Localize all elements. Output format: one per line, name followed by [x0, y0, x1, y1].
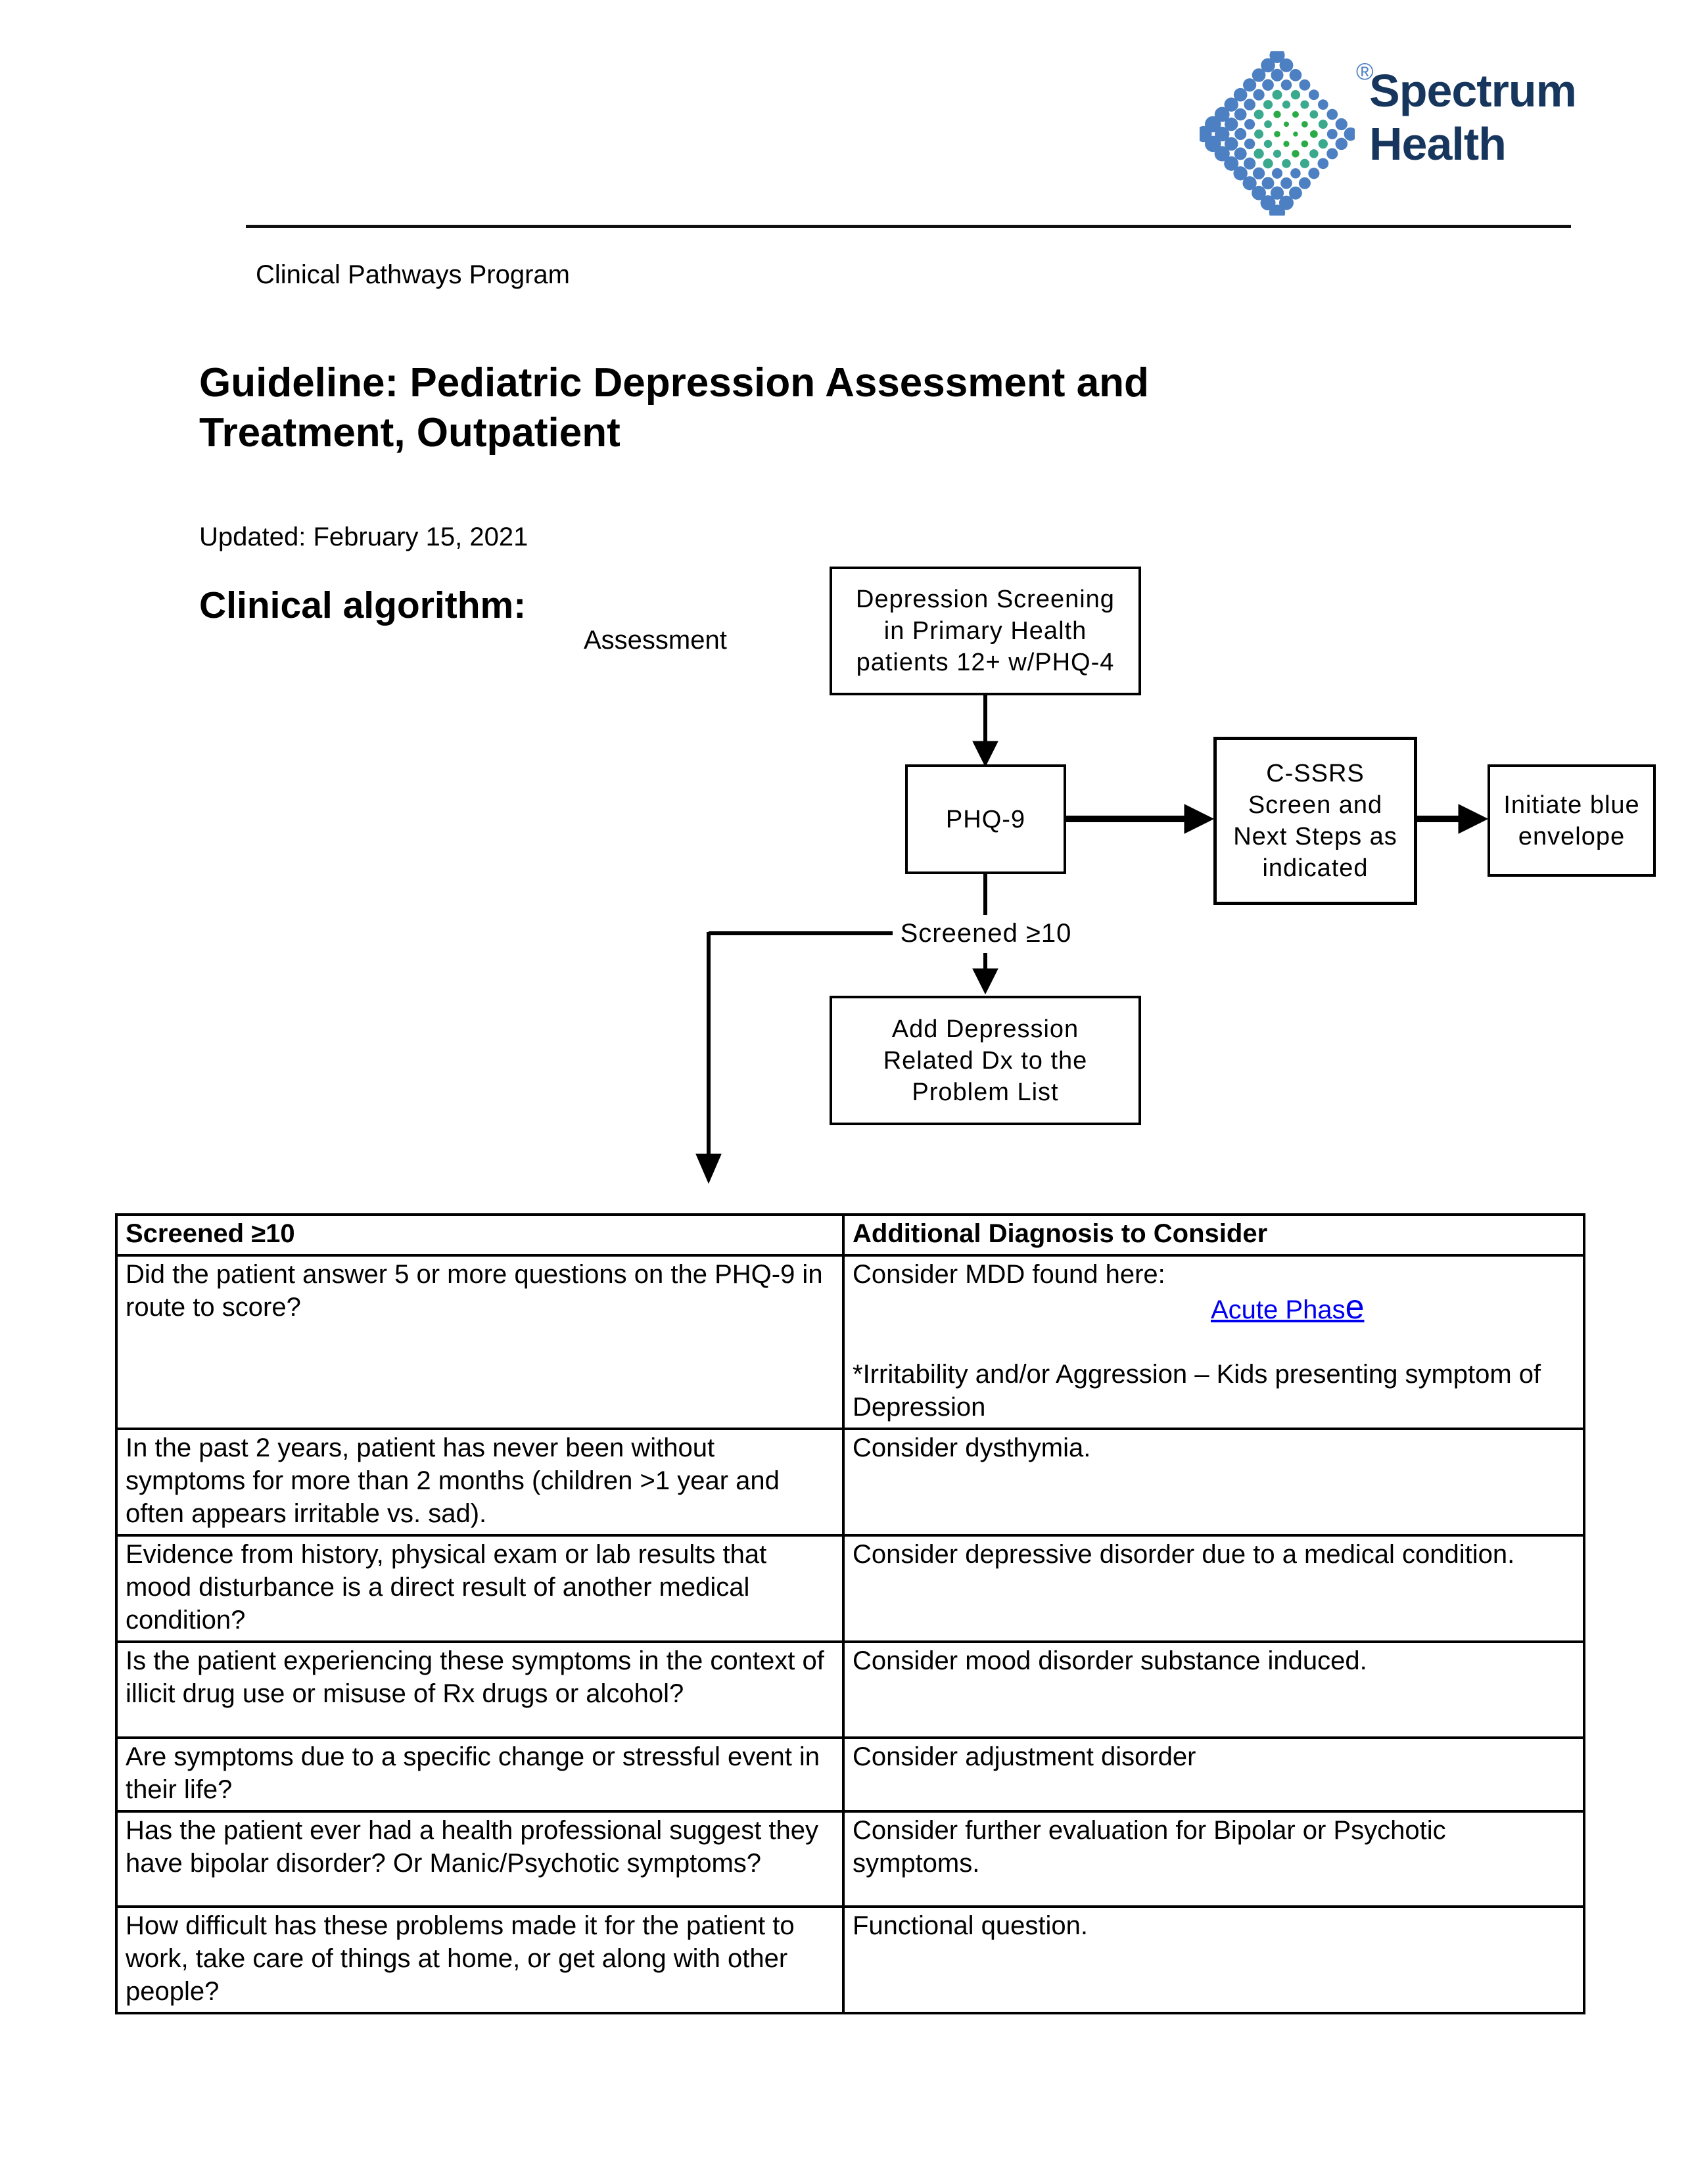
- section-heading: Clinical algorithm:: [199, 584, 527, 626]
- answer-intro: Consider MDD found here:: [853, 1260, 1165, 1289]
- arrowhead-down-icon: [972, 968, 998, 995]
- brand-line-2: Health: [1369, 118, 1507, 170]
- arrowhead-right-icon: [1184, 804, 1215, 834]
- answer-cell: Consider mood disorder substance induced…: [842, 1640, 1585, 1739]
- col-header-additional-dx: Additional Diagnosis to Consider: [842, 1213, 1585, 1257]
- spectrum-health-logo: ® Spectrum Health: [1200, 46, 1581, 223]
- flow-box-cssrs-screen: C-SSRS Screen and Next Steps as indicate…: [1213, 737, 1417, 905]
- brand-wordmark: Spectrum Health: [1369, 64, 1577, 171]
- page-title: Guideline: Pediatric Depression Assessme…: [199, 358, 1149, 458]
- question-cell: In the past 2 years, patient has never b…: [115, 1428, 845, 1537]
- table-header-row: Screened ≥10 Additional Diagnosis to Con…: [115, 1213, 1585, 1257]
- question-cell: Did the patient answer 5 or more questio…: [115, 1254, 845, 1430]
- page-title-line1: Guideline: Pediatric Depression Assessme…: [199, 360, 1149, 406]
- question-cell: Evidence from history, physical exam or …: [115, 1534, 845, 1643]
- question-cell: Is the patient experiencing these sympto…: [115, 1640, 845, 1739]
- spectrum-diamond-icon: [1200, 51, 1355, 216]
- answer-cell: Consider adjustment disorder: [842, 1736, 1585, 1813]
- stage-label-assessment: Assessment: [584, 626, 727, 655]
- answer-cell: Functional question.: [842, 1905, 1585, 2014]
- arrowhead-right-icon: [1458, 804, 1489, 834]
- answer-cell: Consider dysthymia.: [842, 1428, 1585, 1537]
- col-header-screened: Screened ≥10: [115, 1213, 845, 1257]
- flow-box-initiate-blue-envelope: Initiate blue envelope: [1488, 764, 1656, 877]
- answer-cell: Consider MDD found here: Acute Phase *Ir…: [842, 1254, 1585, 1430]
- program-label: Clinical Pathways Program: [256, 260, 570, 289]
- table-row: Evidence from history, physical exam or …: [115, 1534, 1585, 1643]
- registered-trademark-icon: ®: [1356, 58, 1374, 85]
- header-divider-rule: [246, 225, 1571, 228]
- table-row: Is the patient experiencing these sympto…: [115, 1640, 1585, 1739]
- answer-cell: Consider further evaluation for Bipolar …: [842, 1810, 1585, 1908]
- question-cell: How difficult has these problems made it…: [115, 1905, 845, 2014]
- arrowhead-down-icon: [695, 1153, 722, 1184]
- flow-box-depression-screening: Depression Screening in Primary Health p…: [830, 567, 1141, 695]
- diagnosis-table: Screened ≥10 Additional Diagnosis to Con…: [115, 1213, 1585, 2014]
- flow-box-phq9: PHQ-9: [905, 764, 1066, 874]
- irritability-note: *Irritability and/or Aggression – Kids p…: [853, 1360, 1541, 1422]
- table-row: How difficult has these problems made it…: [115, 1905, 1585, 2014]
- brand-line-1: Spectrum: [1369, 65, 1577, 116]
- branch-label-screened-ge-10: Screened ≥10: [881, 919, 1091, 948]
- table-row: Has the patient ever had a health profes…: [115, 1810, 1585, 1908]
- flow-box-add-depression-dx: Add Depression Related Dx to the Problem…: [830, 996, 1141, 1125]
- answer-cell: Consider depressive disorder due to a me…: [842, 1534, 1585, 1643]
- updated-date: Updated: February 15, 2021: [199, 523, 528, 551]
- question-cell: Are symptoms due to a specific change or…: [115, 1736, 845, 1813]
- table-row: In the past 2 years, patient has never b…: [115, 1428, 1585, 1537]
- table-row: Did the patient answer 5 or more questio…: [115, 1254, 1585, 1430]
- arrowhead-down-icon: [972, 741, 998, 768]
- page-title-line2: Treatment, Outpatient: [199, 410, 621, 455]
- table-row: Are symptoms due to a specific change or…: [115, 1736, 1585, 1813]
- question-cell: Has the patient ever had a health profes…: [115, 1810, 845, 1908]
- acute-phase-link[interactable]: Acute Phase: [1211, 1288, 1365, 1326]
